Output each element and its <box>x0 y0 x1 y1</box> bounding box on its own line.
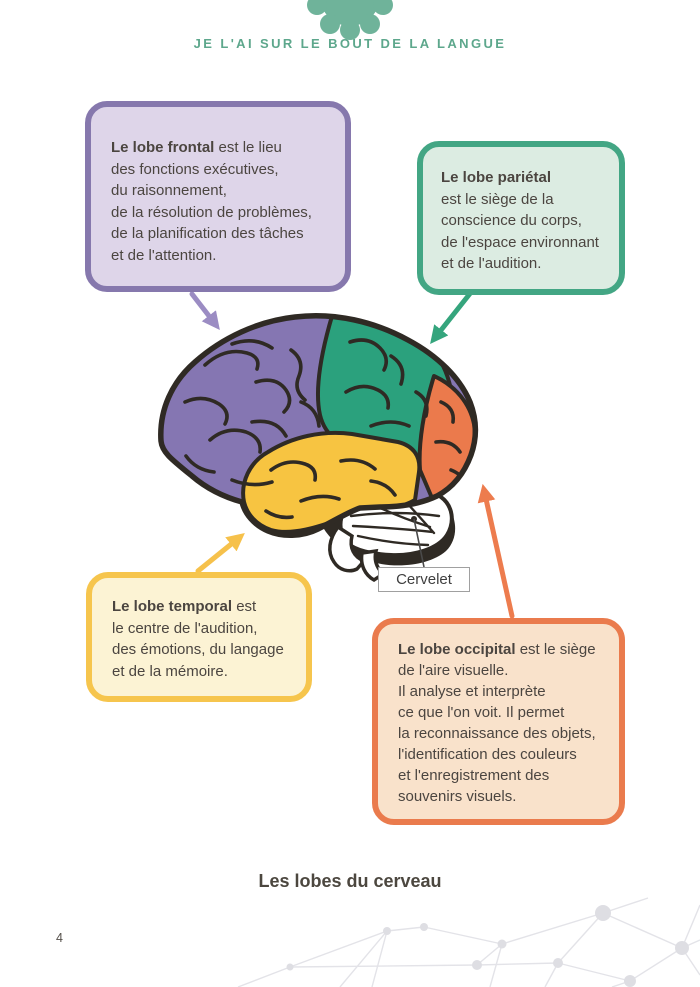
network-decoration <box>237 897 700 987</box>
brain-stem <box>328 524 367 573</box>
cervelet-connector-line <box>413 518 425 568</box>
brain-outline <box>158 312 479 538</box>
callout-parietal-body: est le siège de la conscience du corps, … <box>441 190 599 273</box>
arrow-parietal <box>430 288 475 344</box>
callout-parietal-lead: Le lobe pariétal <box>441 169 552 186</box>
arrow-temporal <box>195 533 245 574</box>
callout-frontal-lead: Le lobe frontal <box>111 139 215 156</box>
gear-icon <box>307 0 393 40</box>
gyri-lines-frontal <box>183 339 321 487</box>
callout-parietal-lobe: Le lobe pariétal est le siège de la cons… <box>417 141 625 295</box>
callout-frontal-body: est le lieu des fonctions exécutives, du… <box>111 139 312 264</box>
page-number: 4 <box>56 931 63 945</box>
page-title: JE L'AI SUR LE BOUT DE LA LANGUE <box>193 36 507 51</box>
callout-frontal-text: Le lobe frontal est le lieu des fonction… <box>111 137 331 266</box>
arrow-occipital <box>477 483 515 619</box>
figure-caption: Les lobes du cerveau <box>258 871 442 891</box>
callout-occipital-text: Le lobe occipital est le siège de l'aire… <box>398 639 609 807</box>
callout-temporal-lobe: Le lobe temporal est le centre de l'audi… <box>86 572 312 702</box>
callout-occipital-body: est le siège de l'aire visuelle. Il anal… <box>398 641 596 805</box>
cervelet-label: Cervelet <box>378 567 470 592</box>
callout-temporal-lead: Le lobe temporal <box>112 598 233 615</box>
callout-frontal-lobe: Le lobe frontal est le lieu des fonction… <box>85 101 351 292</box>
callout-occipital-lobe: Le lobe occipital est le siège de l'aire… <box>372 618 625 825</box>
arrow-frontal <box>189 291 220 330</box>
gyri-lines-temporal <box>264 458 397 520</box>
callout-occipital-lead: Le lobe occipital <box>398 641 516 658</box>
callout-temporal-body: est le centre de l'audition, des émotion… <box>112 598 284 680</box>
callout-parietal-text: Le lobe pariétal est le siège de la cons… <box>441 167 607 275</box>
callout-temporal-text: Le lobe temporal est le centre de l'audi… <box>112 596 294 682</box>
gyri-lines-parietal <box>344 338 429 428</box>
